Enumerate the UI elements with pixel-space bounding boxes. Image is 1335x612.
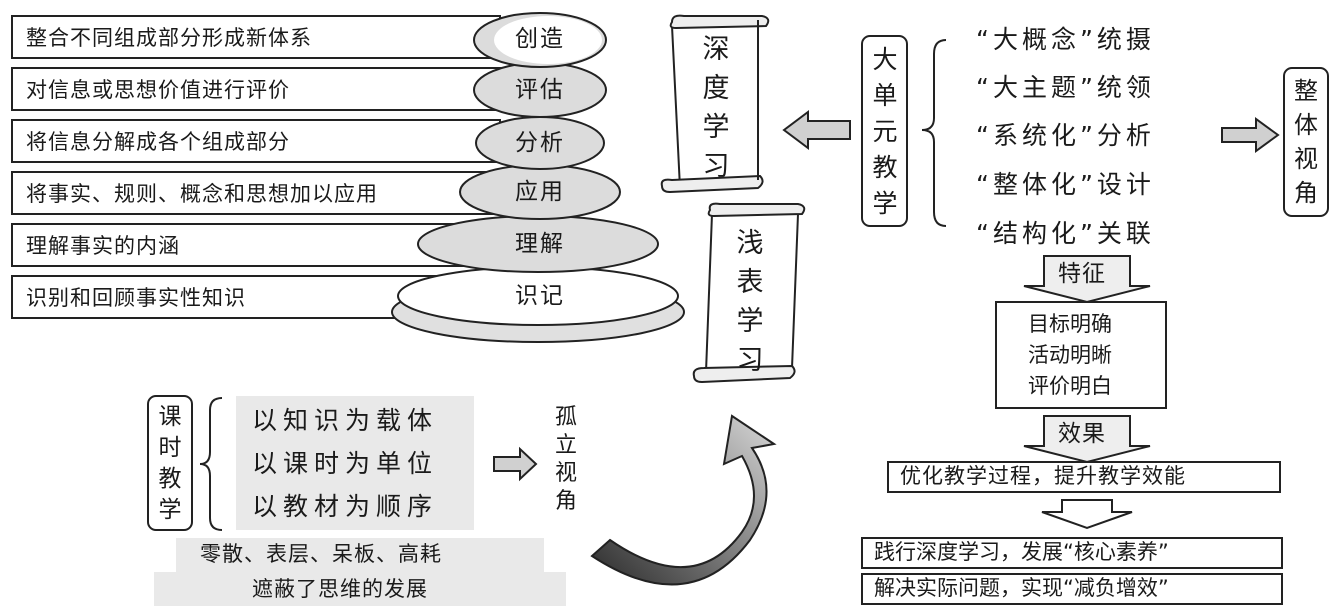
lesson-brace [199, 397, 223, 531]
feature-arrow [1023, 255, 1151, 304]
big-unit-box [861, 35, 908, 227]
big-unit-label: 大单元教学 [872, 45, 898, 218]
outcome-arrow [1041, 499, 1133, 530]
bloom-level-create: 创造 [515, 26, 565, 52]
bloom-desc-2: 对信息或思想价值进行评价 [26, 78, 290, 102]
feature-label: 特征 [1058, 261, 1106, 287]
effect-main-text: 优化教学过程，提升教学效能 [900, 464, 1186, 488]
effect-arrow [1023, 415, 1151, 464]
bloom-level-understand: 理解 [515, 231, 565, 257]
problem-bar-2 [154, 572, 566, 606]
whole-perspective-box [1283, 67, 1329, 217]
bloom-level-ellipses [391, 12, 685, 343]
outcome-text-2: 解决实际问题，实现“减负增效” [874, 576, 1169, 600]
bloom-level-remember: 识记 [515, 283, 565, 309]
effect-label: 效果 [1058, 421, 1106, 447]
shallow-learning-label: 浅表学习 [736, 228, 764, 376]
outcome-box-2 [861, 573, 1283, 605]
bloom-desc-1: 整合不同组成部分形成新体系 [26, 26, 312, 50]
lesson-item-1: 以知识为载体 [252, 406, 439, 435]
bloom-level-evaluate: 评估 [515, 77, 565, 103]
lesson-items-bg [236, 396, 474, 530]
big-unit-item-2: “大主题”统领 [976, 73, 1155, 102]
deep-learning-scroll [660, 14, 770, 194]
big-unit-brace [921, 39, 947, 227]
curved-arrow [590, 414, 777, 586]
feature-item-1: 目标明确 [1028, 312, 1112, 336]
whole-perspective-label: 整体视角 [1294, 77, 1318, 207]
feature-item-2: 活动明晰 [1028, 343, 1112, 367]
bloom-desc-5: 理解事实的内涵 [26, 234, 180, 258]
problem-bar-1 [176, 538, 544, 572]
lesson-item-2: 以课时为单位 [252, 449, 439, 478]
isolated-perspective-label: 孤立视角 [554, 405, 577, 514]
bloom-desc-3: 将信息分解成各个组成部分 [26, 130, 290, 154]
bloom-desc-4: 将事实、规则、概念和思想加以应用 [26, 182, 378, 206]
problem-text-1: 零散、表层、呆板、高耗 [200, 542, 442, 566]
deep-learning-label: 深度学习 [702, 34, 730, 182]
bloom-description-boxes [11, 15, 501, 319]
bloom-desc-6: 识别和回顾事实性知识 [26, 286, 246, 310]
big-unit-item-1: “大概念”统摄 [976, 25, 1155, 54]
arrow-to-whole-perspective [1221, 117, 1280, 153]
big-unit-item-4: “整体化”设计 [976, 170, 1155, 199]
feature-item-3: 评价明白 [1028, 374, 1112, 398]
feature-box [995, 301, 1167, 409]
big-unit-item-5: “结构化”关联 [976, 219, 1155, 248]
arrow-to-isolated-perspective [493, 446, 538, 482]
big-unit-item-3: “系统化”分析 [976, 121, 1155, 150]
problem-text-2: 遮蔽了思维的发展 [252, 577, 428, 601]
effect-main-box [887, 461, 1281, 493]
outcome-text-1: 践行深度学习，发展“核心素养” [874, 540, 1169, 564]
bloom-level-analyze: 分析 [515, 130, 565, 156]
bloom-level-apply: 应用 [515, 179, 565, 205]
lesson-box [147, 395, 193, 531]
lesson-label: 课时教学 [158, 404, 182, 523]
outcome-box-1 [861, 537, 1283, 569]
lesson-item-3: 以教材为顺序 [252, 492, 439, 521]
shallow-learning-scroll [692, 202, 806, 384]
arrow-to-deep-learning [782, 110, 851, 150]
